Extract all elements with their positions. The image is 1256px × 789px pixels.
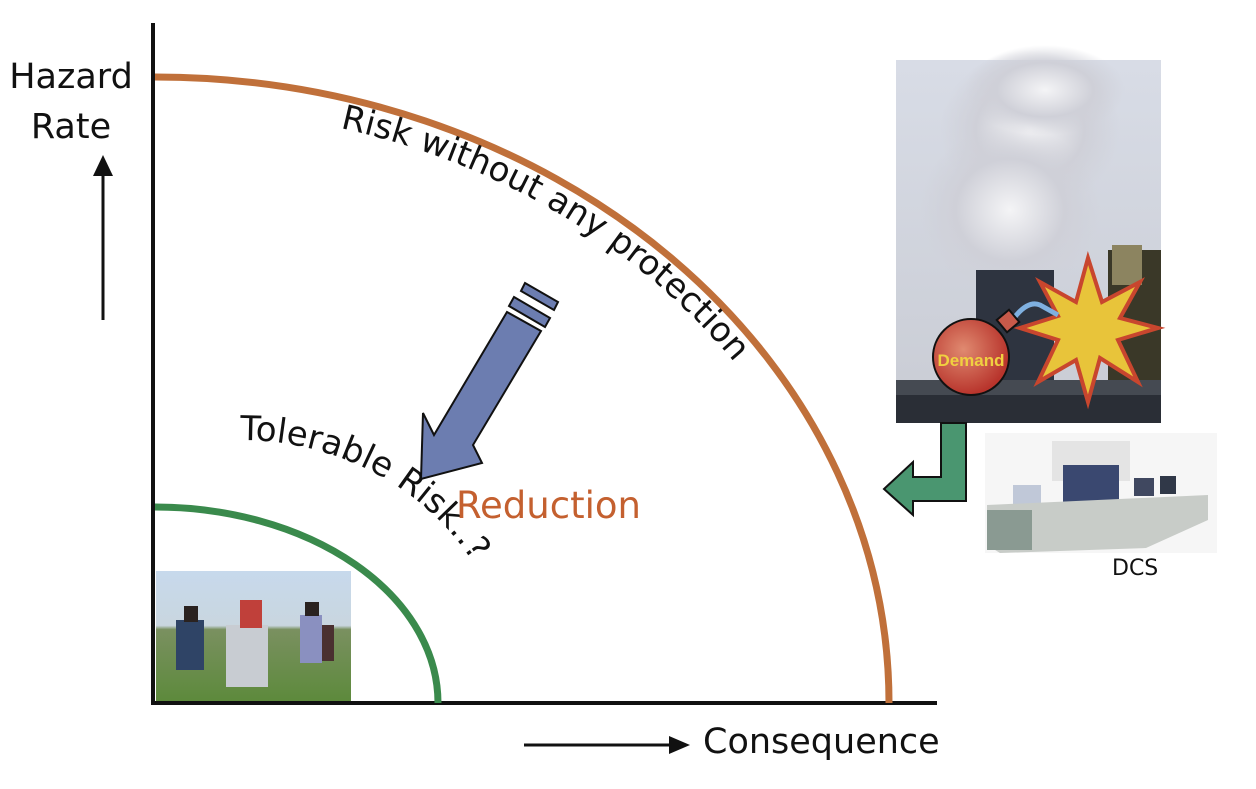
x-direction-arrow-icon (524, 736, 690, 754)
outer-risk-curve (154, 73, 893, 704)
dcs-console-image (985, 433, 1217, 553)
people-picnic-image (156, 571, 351, 701)
explosion-icon (1013, 250, 1166, 410)
y-axis-label: Hazard Rate (0, 52, 142, 152)
tolerable-risk-curve (154, 503, 442, 704)
x-axis-label: Consequence (703, 722, 940, 762)
reduction-label: Reduction (456, 484, 641, 527)
y-axis-label-line1: Hazard (9, 57, 133, 97)
reduction-arrow-icon (419, 281, 560, 481)
demand-label: Demand (937, 351, 1004, 370)
demand-bomb-icon: Demand (932, 308, 1021, 396)
outer-curve-label: Risk without any protection (338, 98, 758, 368)
y-direction-arrow-icon (93, 155, 113, 320)
dcs-label: DCS (1112, 556, 1159, 581)
fuse-icon (1012, 301, 1060, 320)
dcs-arrow-icon (882, 422, 967, 518)
y-axis-label-line2: Rate (30, 107, 112, 147)
